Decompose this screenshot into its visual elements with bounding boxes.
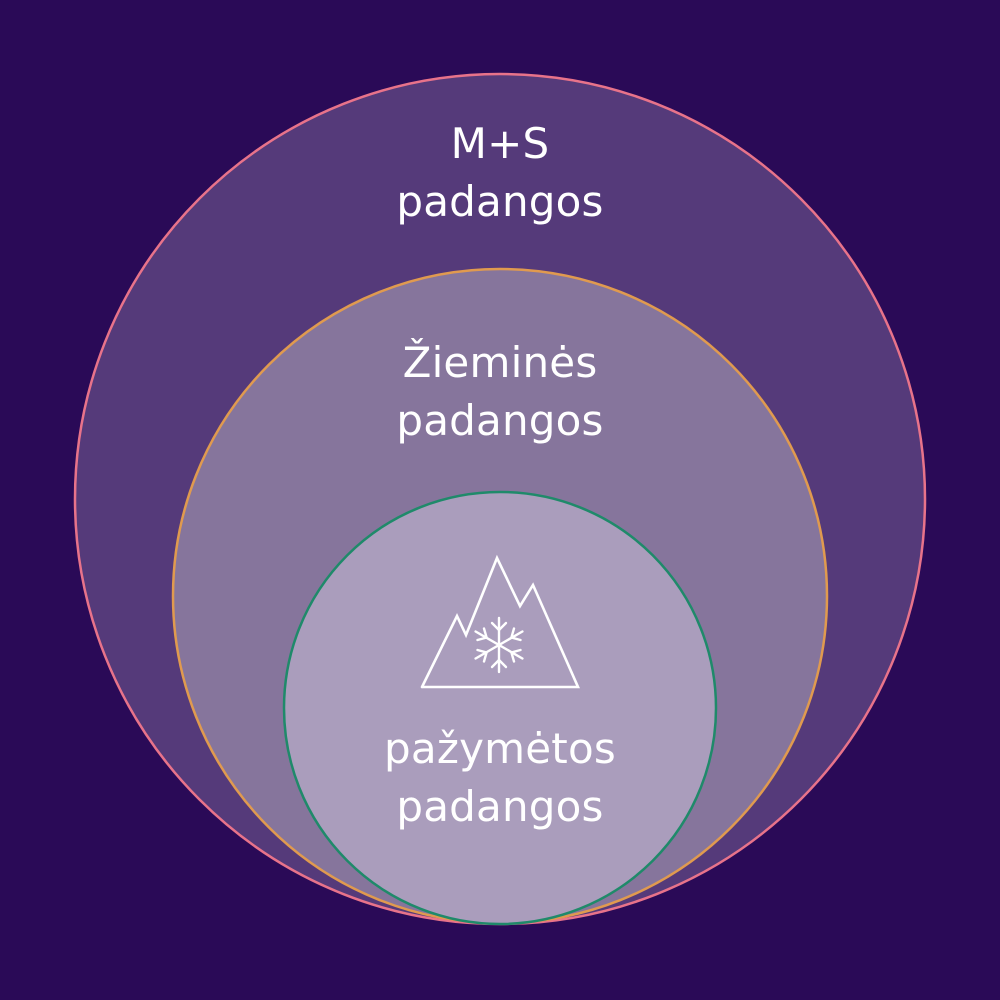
outer-label-line-1: M+S (450, 119, 550, 168)
outer-label-line-2: padangos (396, 177, 604, 226)
mountain-icon (420, 554, 580, 689)
snowflake-icon (474, 616, 524, 674)
inner-circle (282, 490, 718, 926)
middle-label-line-2: padangos (396, 396, 604, 445)
inner-label-line-1: pažymėtos (384, 724, 616, 773)
middle-label-line-1: Žieminės (402, 338, 598, 387)
outer-circle-label: M+S padangos (0, 115, 1000, 231)
mountain-snowflake-icon (420, 554, 580, 689)
inner-circle-label: pažymėtos padangos (0, 720, 1000, 836)
middle-circle-label: Žieminės padangos (0, 334, 1000, 450)
inner-label-line-2: padangos (396, 782, 604, 831)
